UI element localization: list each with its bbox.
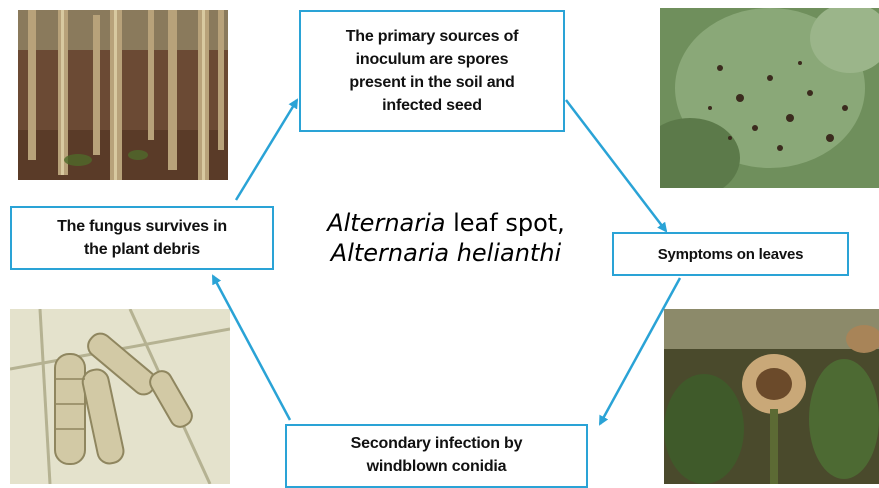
arrow-left-to-top bbox=[236, 100, 297, 200]
arrow-bottom-to-left bbox=[213, 276, 290, 420]
symptoms-text: Symptoms on leaves bbox=[658, 246, 804, 263]
survival-text: The fungus survives in the plant debris bbox=[57, 215, 227, 261]
symptoms-box: Symptoms on leaves bbox=[612, 232, 849, 276]
secondary-infection-box: Secondary infection by windblown conidia bbox=[285, 424, 588, 488]
genus-name: Alternaria bbox=[327, 209, 445, 237]
primary-inoculum-box: The primary sources of inoculum are spor… bbox=[299, 10, 565, 132]
disease-title-line1: Alternaria leaf spot, bbox=[296, 208, 596, 238]
secondary-infection-text: Secondary infection by windblown conidia bbox=[351, 432, 523, 478]
disease-title: Alternaria leaf spot, Alternaria heliant… bbox=[296, 208, 596, 268]
survival-box: The fungus survives in the plant debris bbox=[10, 206, 274, 270]
arrow-right-to-bottom bbox=[600, 278, 680, 424]
primary-inoculum-text: The primary sources of inoculum are spor… bbox=[346, 25, 519, 117]
disease-name: leaf spot, bbox=[445, 209, 564, 237]
species-name: Alternaria helianthi bbox=[296, 238, 596, 268]
